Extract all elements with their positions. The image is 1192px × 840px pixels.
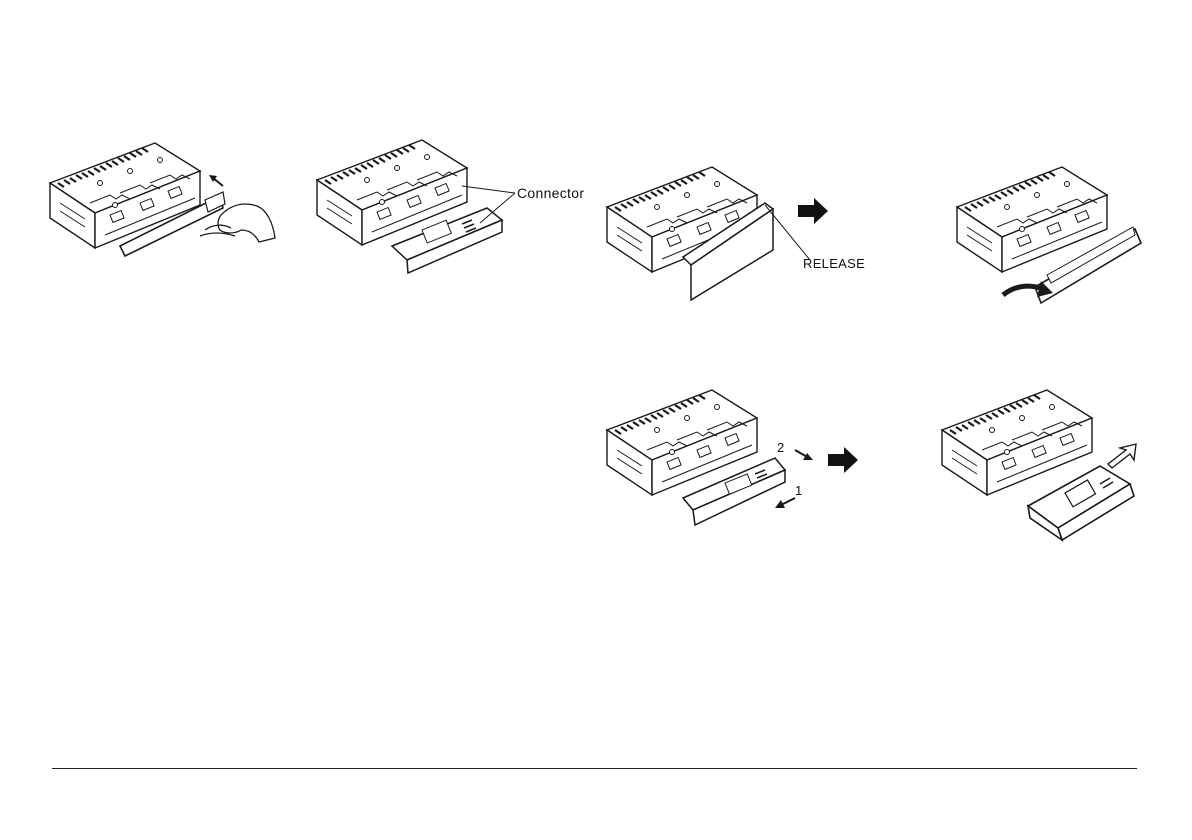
outline-arrow-icon (1108, 444, 1136, 468)
connector-label: Connector (517, 185, 584, 201)
footer-rule (52, 768, 1137, 769)
release-label: RELEASE (803, 256, 865, 271)
bold-right-arrow-icon (798, 198, 830, 224)
arrow-icon (795, 450, 813, 460)
arrow-icon (209, 175, 223, 186)
step-2-label: 2 (777, 440, 784, 455)
illustration-flip-panel (955, 165, 1155, 305)
step-1-label: 1 (795, 483, 802, 498)
illustration-steps-panel (605, 388, 825, 533)
illustration-release-panel (605, 165, 825, 305)
illustration-connector-panel (312, 138, 602, 298)
arrow-icon (775, 498, 795, 508)
bold-right-arrow-icon (828, 447, 860, 473)
illustration-attach-panel (940, 388, 1145, 543)
illustration-push-panel (45, 138, 275, 258)
